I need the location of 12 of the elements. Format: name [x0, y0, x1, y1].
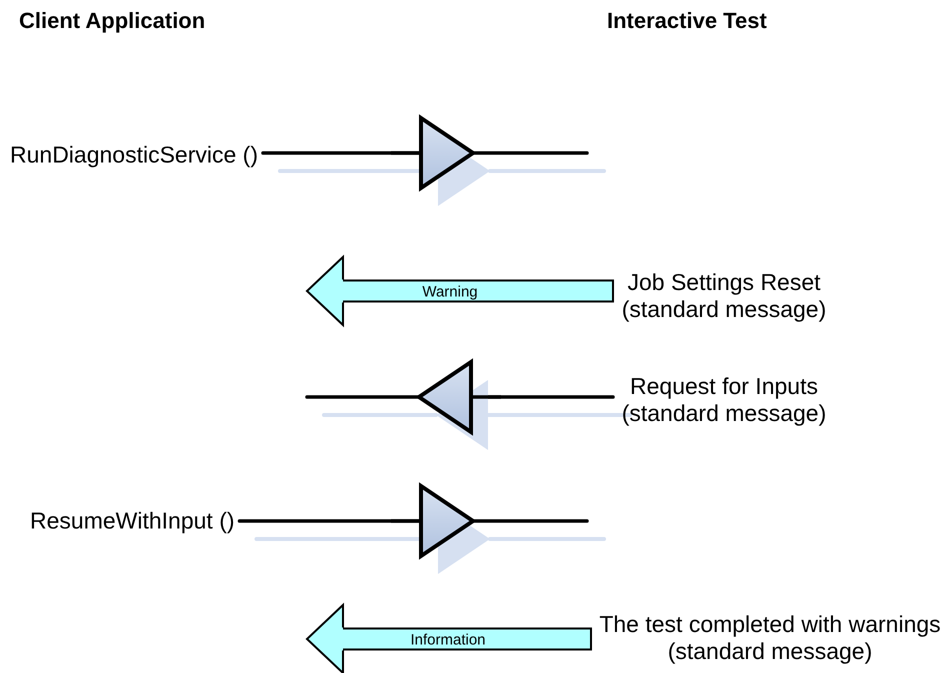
edge-label: Warning [422, 283, 478, 300]
message-label: ResumeWithInput () [30, 508, 235, 534]
message-label: The test completed with warnings (standard message) [596, 611, 944, 665]
message-label: Job Settings Reset (standard message) [618, 269, 830, 323]
edge-label: Information [410, 631, 486, 648]
block-arrow [306, 604, 592, 673]
column-heading: Interactive Test [607, 8, 767, 34]
block-arrow [306, 256, 614, 326]
column-heading: Client Application [19, 8, 206, 34]
message-arrow [417, 360, 632, 452]
message-label: RunDiagnosticService () [10, 142, 258, 168]
message-label: Request for Inputs (standard message) [618, 373, 830, 427]
